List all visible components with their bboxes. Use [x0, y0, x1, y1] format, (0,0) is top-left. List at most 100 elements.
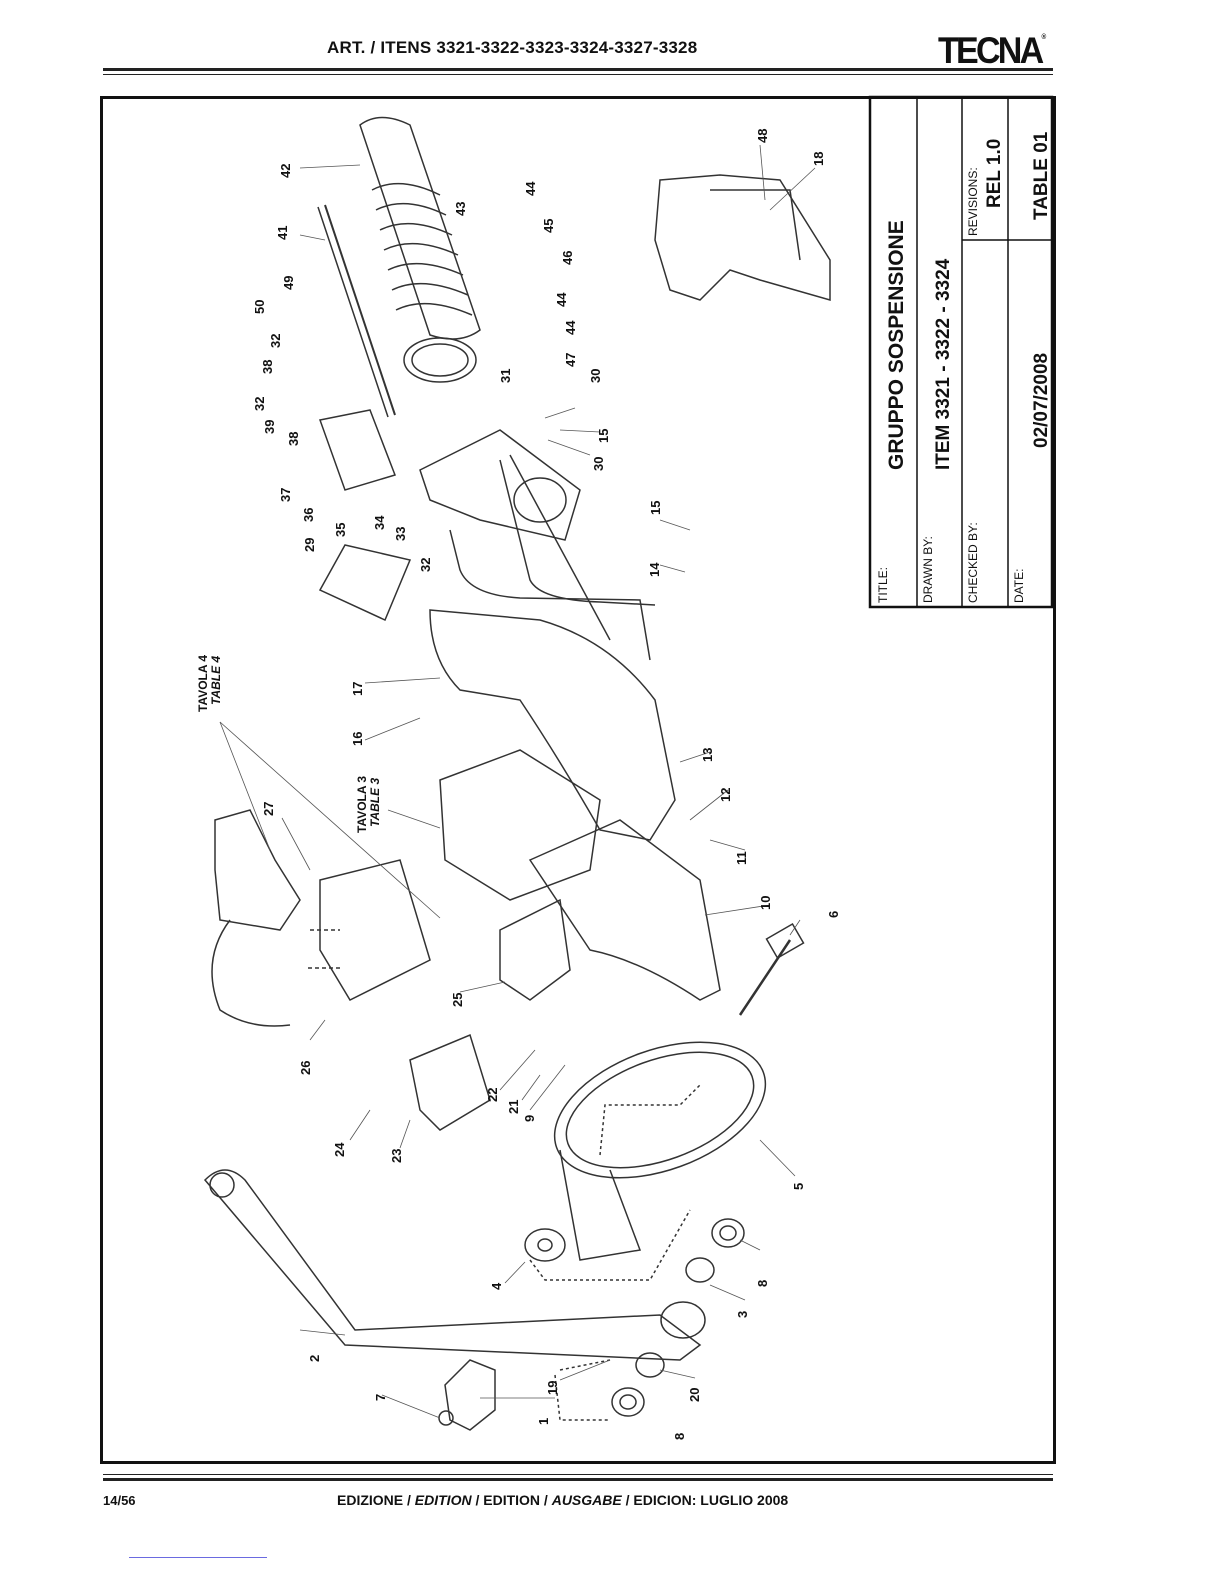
revisions-label: REVISIONS:	[966, 167, 980, 236]
part-label: 31	[498, 369, 513, 383]
part-label: 7	[373, 1394, 388, 1401]
ring-bracket	[559, 1149, 642, 1261]
clamp-ring-inner	[411, 343, 469, 377]
part-label: 8	[755, 1280, 770, 1287]
washer-4	[524, 1228, 566, 1262]
part-label: 44	[554, 292, 569, 307]
title-block-border	[868, 95, 1054, 609]
part-label: 49	[281, 276, 296, 290]
part-label: 32	[252, 397, 267, 411]
date-value: 02/07/2008	[1031, 353, 1052, 448]
part-label: 41	[275, 226, 290, 240]
header-rule-thin	[103, 74, 1053, 75]
footer-rule	[103, 1478, 1053, 1481]
part-label: 26	[298, 1061, 313, 1075]
part-label: 1	[536, 1418, 551, 1425]
part-label: 27	[261, 802, 276, 816]
date-label: DATE:	[1012, 569, 1026, 603]
part-label: 47	[563, 353, 578, 367]
bushing-3	[685, 1257, 715, 1283]
drawn-by-label: DRAWN BY:	[921, 536, 935, 603]
part-label: 5	[791, 1183, 806, 1190]
part-label: 30	[591, 457, 606, 471]
part-label: 38	[260, 360, 275, 374]
edition-part: / EDITION /	[471, 1492, 552, 1508]
part-label: 10	[758, 896, 773, 910]
ring-5	[553, 1041, 767, 1179]
part-label: 8	[672, 1433, 687, 1440]
logo-text: TECNA	[938, 30, 1044, 71]
leader-lines	[219, 144, 816, 1419]
bolt-6-head	[765, 922, 805, 960]
title-block: TITLE: GRUPPO SOSPENSIONE DRAWN BY: ITEM…	[868, 95, 1054, 609]
part-label: 39	[262, 420, 277, 434]
part-label: 37	[278, 488, 293, 502]
part-label: 29	[302, 538, 317, 552]
part-label: 44	[563, 320, 578, 335]
nut-1	[444, 1359, 496, 1431]
drawn-by-value: ITEM 3321 - 3322 - 3324	[933, 258, 954, 470]
lever-eye	[209, 1172, 235, 1198]
part-label: 36	[301, 508, 316, 522]
edition-part-italic: EDITION	[414, 1492, 472, 1508]
arm-lower-casing	[528, 819, 721, 1001]
cover-35	[319, 409, 396, 491]
registered-mark: ®	[1041, 34, 1047, 41]
bolt-6	[738, 939, 792, 1016]
tavola3-label: TAVOLA 3	[355, 776, 369, 833]
footer-link-underline	[129, 1557, 267, 1558]
part-label: 42	[278, 164, 293, 178]
drawing-frame	[100, 96, 1056, 1464]
edition-line: EDIZIONE / EDITION / EDITION / AUSGABE /…	[337, 1492, 788, 1508]
part-label: 6	[826, 911, 841, 918]
lever-arm-2	[203, 1169, 702, 1361]
ring-5-inner	[565, 1051, 755, 1169]
part-label: 15	[648, 501, 663, 515]
part-label: 33	[393, 527, 408, 541]
part-label: 16	[350, 732, 365, 746]
part-label: 12	[718, 788, 733, 802]
table3-label: TABLE 3	[368, 778, 382, 827]
part-label: 48	[755, 129, 770, 143]
part-label: 45	[541, 219, 556, 233]
part-label: 14	[647, 562, 662, 577]
rod-41-edge	[317, 206, 389, 418]
part-label: 35	[333, 523, 348, 537]
pipe-c	[509, 454, 611, 641]
handle-cable	[211, 919, 291, 1027]
rod-41	[324, 204, 396, 416]
pipe-b	[499, 459, 656, 606]
part-label: 44	[523, 181, 538, 196]
part-number-labels: 42 41 43 44 45 46 44 44 47 49 50 32 38 3…	[252, 129, 841, 1440]
footer-rule-thin	[103, 1474, 1053, 1475]
part-label: 32	[418, 558, 433, 572]
checked-by-label: CHECKED BY:	[966, 522, 980, 603]
nut-7	[438, 1410, 454, 1426]
header-rule	[103, 68, 1053, 71]
document-header-title: ART. / ITENS 3321-3322-3323-3324-3327-33…	[327, 38, 698, 57]
bushing-20	[635, 1352, 665, 1378]
tecna-logo: TECNA®	[938, 30, 1046, 72]
bearing-8-bottom	[611, 1387, 645, 1417]
part-label: 15	[596, 429, 611, 443]
title-label: TITLE:	[876, 567, 890, 603]
title-value: GRUPPO SOSPENSIONE	[885, 220, 908, 470]
part-label: 18	[811, 152, 826, 166]
part-label: 9	[522, 1115, 537, 1122]
part-label: 22	[485, 1088, 500, 1102]
mounting-plate	[419, 429, 581, 541]
part-label: 11	[734, 851, 749, 865]
inset-valve-view	[654, 174, 831, 301]
cover-23	[409, 1033, 491, 1131]
part-label: 25	[450, 993, 465, 1007]
tavola4-label: TAVOLA 4	[196, 655, 210, 712]
part-label: 38	[286, 432, 301, 446]
part-label: 32	[268, 334, 283, 348]
cover-29	[318, 544, 412, 622]
part-label: 34	[372, 515, 387, 530]
plate-disc	[513, 477, 567, 523]
part-label: 46	[560, 251, 575, 265]
drawing-linework	[203, 116, 831, 1431]
part-label: 24	[332, 1142, 347, 1157]
